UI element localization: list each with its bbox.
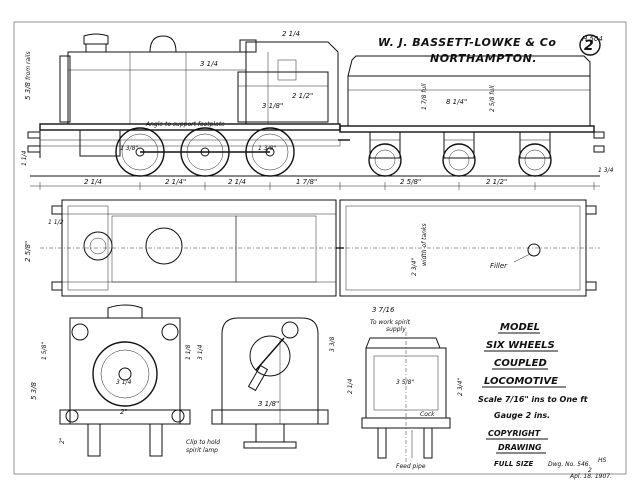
panel-date: Apl. 18. 1907. [569,473,612,480]
angle-footplate-note: Angle to support footplate [145,121,225,128]
dim-tank-width: 2 3/4" [411,258,418,276]
clip-note-line1: Clip to hold [186,439,220,446]
dim-tender-length: 8 1/4" [446,98,467,106]
dim-tender-end-h2: 2 3/4" [457,378,464,396]
dim-tank-length: 2 1/2" [292,92,313,100]
dim-plan-width: 2 5/8" [24,241,32,262]
panel-dwg-no: Dwg. No. 546. [548,461,591,468]
dim-tank-depth: 3 1/8" [262,102,283,110]
dim-front-height: 1 5/8" [41,342,48,360]
panel-full-size: FULL SIZE [494,460,534,468]
panel-drawing: DRAWING [498,443,542,452]
dim-front-lower: 2" [59,437,66,444]
panel-line-coupled: COUPLED [494,358,547,369]
dim-front-side: 1 1/8 [185,344,192,360]
dim-tender-full: 2 5/8 full [489,85,496,112]
dim-cab-roof: 2 1/4 [282,30,300,38]
from-rails-label: from rails [25,51,32,80]
dim-front-total: 5 3/8 [30,382,38,400]
width-of-tanks-label: width of tanks [421,223,428,266]
tender-side-elevation [339,55,605,177]
dim-tender-end-inner: 3 5/8" [396,379,414,386]
dim-rear-width: 3 1/8" [258,400,279,408]
cock-label: Cock [420,411,435,418]
dim-front-2: 2" [120,408,128,416]
tender-end-view [361,332,451,462]
dim-tender-rear: 1 3/4 [598,167,614,174]
panel-initials: HS [598,457,607,464]
sheet-border [13,21,627,475]
dim-smokebox-dia: 3 1/4 [116,379,132,386]
dim-rear-overhang: 1 7/8" [296,178,317,186]
dim-tender-2: 2 1/2" [486,178,507,186]
dim-buffer-width: 1 1/2 [48,219,64,226]
sheet-number: 2 [584,38,594,54]
company-town: NORTHAMPTON. [430,52,537,65]
dim-boiler-length: 3 1/4 [200,60,218,68]
loco-front-view [59,304,191,457]
dim-footplate-height: 1 1/4 [21,150,28,166]
dim-tender-end-width: 3 7/16 [372,306,395,314]
drawing-number: H 504 [582,35,603,43]
dim-wheelbase-2: 2 1/4 [228,178,246,186]
clip-note-line2: spirit lamp [186,447,218,454]
spirit-note-line2: supply [386,326,406,333]
loco-rear-view [211,317,329,449]
panel-line-six-wheels: SIX WHEELS [486,340,555,351]
dim-tender-height: 1 7/8 full [421,83,428,110]
company-name: W. J. BASSETT-LOWKE & Co [378,36,556,49]
panel-dwg-no-sub: 2 [588,467,592,474]
panel-line-model: MODEL [500,322,540,333]
dim-wheel-dia-1: 1 3/8" [120,145,138,152]
dim-wheelbase-front: 2 1/4 [84,178,102,186]
dim-rear-height: 3 1/4 [197,344,204,360]
dim-height-from-rails: 5 3/8 [24,82,32,100]
dim-wheel-dia-2: 1 3/8" [258,145,276,152]
panel-line-locomotive: LOCOMOTIVE [484,376,558,387]
tender-plan-view [339,199,597,297]
dim-tender-end-h1: 2 1/4 [347,378,354,394]
panel-gauge: Gauge 2 ins. [494,411,550,420]
filler-label: Filler [490,262,508,270]
panel-copyright: COPYRIGHT [488,429,541,438]
feed-pipe-label: Feed pipe [396,463,426,470]
dim-tender-1: 2 5/8" [400,178,421,186]
panel-scale: Scale 7/16" ins to One ft [478,395,589,404]
spirit-note-line1: To work spirit [370,319,411,326]
title-panel: MODEL SIX WHEELS COUPLED LOCOMOTIVE Scal… [478,322,612,480]
dim-rear-cab: 3 3/8 [329,336,336,352]
sheet-number-circle [579,34,601,56]
dim-wheelbase-1: 2 1/4" [165,178,186,186]
loco-side-elevation [27,33,350,177]
